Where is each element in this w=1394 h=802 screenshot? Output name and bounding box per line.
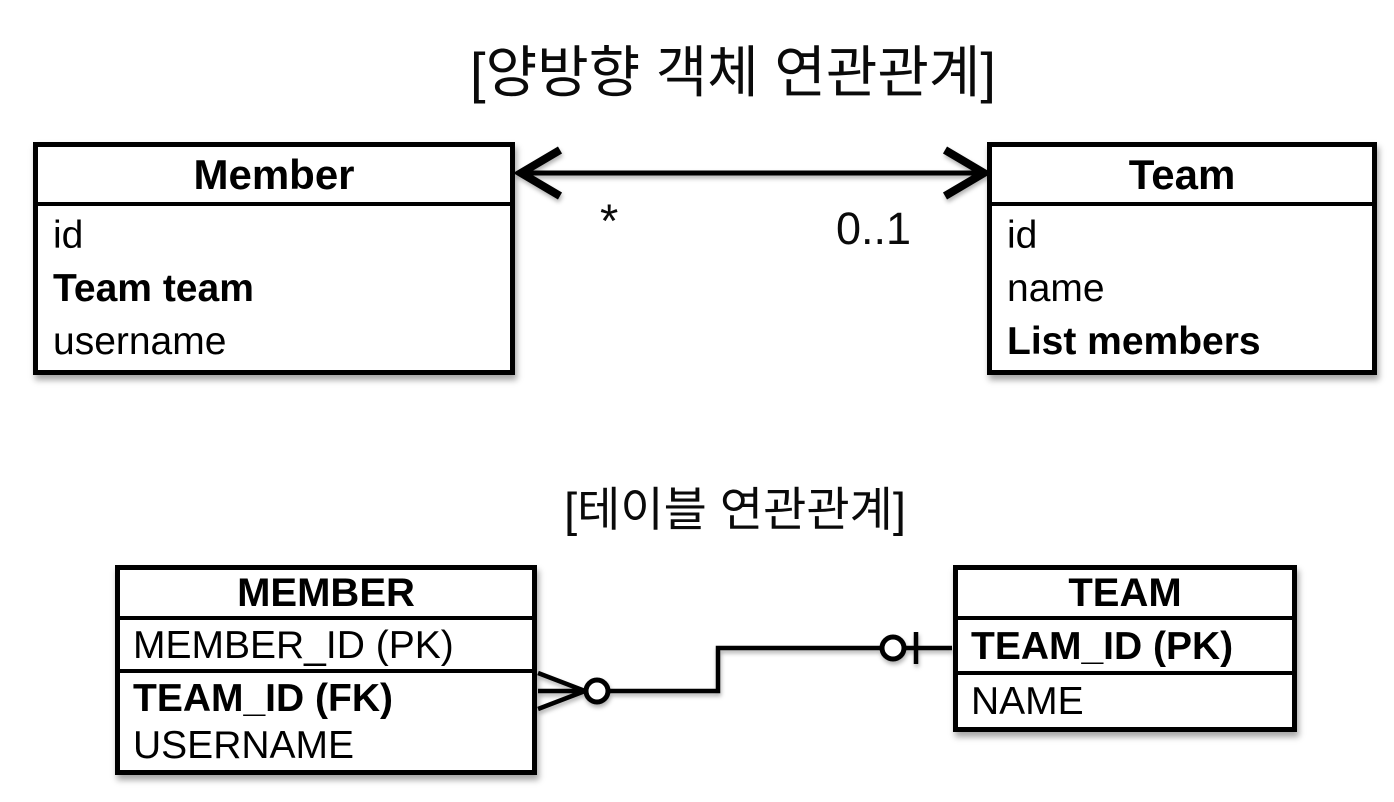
member-table-box: MEMBER MEMBER_ID (PK) TEAM_ID (FK) USERN…: [115, 565, 537, 775]
zero-circle-member-icon: [583, 677, 611, 705]
team-column-name: NAME: [971, 680, 1084, 723]
member-field-team: Team team: [53, 267, 254, 310]
team-table-box: TEAM TEAM_ID (PK) NAME: [953, 565, 1297, 732]
team-field-members: List members: [1007, 320, 1261, 363]
multiplicity-member-side-label: *: [600, 194, 619, 247]
member-class-title: Member: [38, 147, 510, 206]
member-column-team-id: TEAM_ID (FK): [133, 677, 393, 720]
member-field-username: username: [53, 320, 227, 363]
object-association-title: [양방향 객체 연관관계]: [470, 41, 996, 104]
team-column-team-id: TEAM_ID (PK): [958, 620, 1292, 675]
crow-foot-many-icon: [537, 670, 586, 712]
team-table-title: TEAM: [958, 570, 1292, 620]
table-association-title: [테이블 연관관계]: [564, 483, 906, 536]
member-field-id: id: [53, 214, 84, 257]
team-class-title: Team: [992, 147, 1372, 206]
team-field-id: id: [1007, 214, 1038, 257]
team-class-fields: id name List members: [992, 206, 1372, 368]
member-column-member-id: MEMBER_ID (PK): [120, 620, 532, 673]
table-relationship-connector: [537, 632, 952, 712]
bidirectional-association-arrow: [513, 146, 992, 200]
member-column-username: USERNAME: [133, 724, 355, 767]
zero-circle-team-icon: [879, 634, 907, 662]
arrowhead-right-icon: [942, 146, 992, 200]
arrowhead-left-icon: [513, 146, 563, 200]
member-table-title: MEMBER: [120, 570, 532, 620]
member-class-box: Member id Team team username: [33, 142, 515, 375]
team-class-box: Team id name List members: [987, 142, 1377, 375]
multiplicity-team-side-label: 0..1: [836, 203, 912, 254]
connector-elbow-line: [608, 645, 882, 694]
team-field-name: name: [1007, 267, 1105, 310]
member-class-fields: id Team team username: [38, 206, 510, 368]
